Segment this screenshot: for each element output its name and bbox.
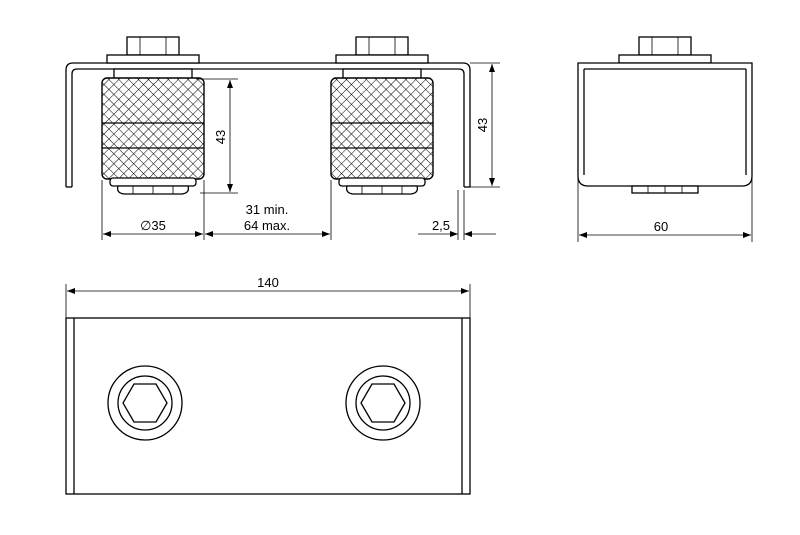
hex-nut-icon bbox=[360, 383, 406, 423]
dim-height-inner: 43 bbox=[196, 78, 238, 194]
top-left-bolt bbox=[107, 365, 183, 441]
hex-nut-icon bbox=[122, 383, 168, 423]
side-view: 60 bbox=[577, 36, 753, 242]
washer-right bbox=[335, 54, 429, 64]
dim-spacing: 31 min. 64 max. bbox=[205, 202, 330, 237]
bottom-nut-left bbox=[109, 177, 197, 187]
top-right-bolt bbox=[345, 365, 421, 441]
dim-thickness-label: 2,5 bbox=[432, 218, 450, 233]
roller-left bbox=[101, 77, 205, 180]
bracket-outline bbox=[65, 62, 471, 187]
bottom-nut-right bbox=[338, 177, 426, 187]
washer-left bbox=[106, 54, 200, 64]
dim-spacing-max: 64 max. bbox=[244, 218, 290, 233]
dim-width: 60 bbox=[579, 219, 751, 238]
top-view: 140 bbox=[65, 275, 471, 495]
right-roller bbox=[330, 36, 434, 195]
bolt-head-side bbox=[638, 36, 692, 56]
dim-height-side-label: 43 bbox=[475, 118, 490, 132]
dim-length: 140 bbox=[67, 275, 469, 294]
bolt-head-left bbox=[126, 36, 180, 56]
dim-wheel-diameter: ∅35 bbox=[103, 218, 203, 237]
dim-thickness: 2,5 bbox=[418, 218, 496, 237]
front-view: 43 43 ∅35 31 min. 64 max. bbox=[65, 36, 500, 240]
bracket-inner bbox=[71, 68, 465, 187]
roller-right bbox=[330, 77, 434, 180]
dim-diameter-label: ∅35 bbox=[140, 218, 166, 233]
dim-height-label: 43 bbox=[213, 130, 228, 144]
left-roller bbox=[101, 36, 205, 195]
dim-length-label: 140 bbox=[257, 275, 279, 290]
washer-side bbox=[618, 54, 712, 64]
dim-height-side: 43 bbox=[470, 62, 500, 188]
dim-spacing-min: 31 min. bbox=[246, 202, 289, 217]
bolt-head-right bbox=[355, 36, 409, 56]
side-body bbox=[577, 62, 753, 187]
dim-width-label: 60 bbox=[654, 219, 668, 234]
